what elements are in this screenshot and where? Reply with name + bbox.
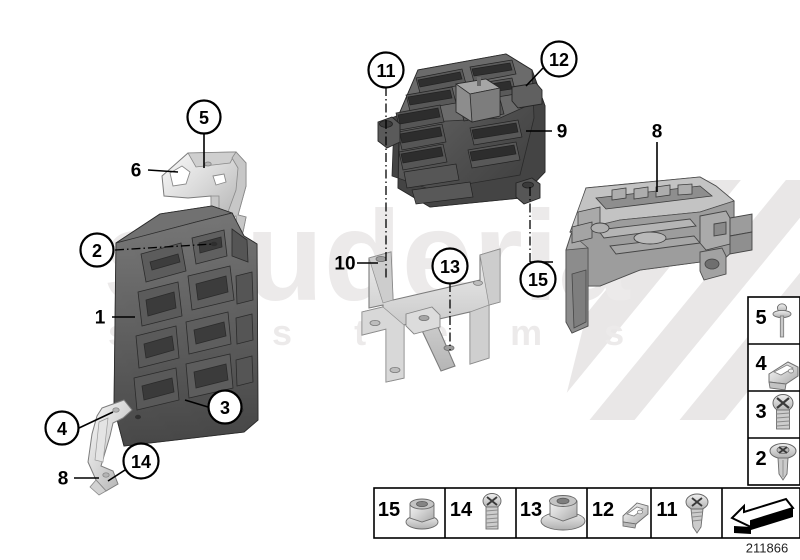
callout-circle-2[interactable]	[79, 232, 115, 268]
callout-8-c8r[interactable]: 8	[652, 122, 663, 143]
phillips-machine-screw-icon	[482, 493, 502, 530]
callout-number-6: 6	[131, 161, 142, 182]
legend-bottom-item-14: 14	[450, 493, 502, 530]
legend-bottom-label-11: 11	[656, 499, 677, 521]
legend-right-item-2: 2	[755, 443, 797, 481]
pan-head-screw-icon	[772, 394, 794, 430]
leader-line-3	[184, 399, 209, 408]
callout-13-c13[interactable]: 13	[431, 247, 469, 285]
legend-right-item-5: 5	[755, 303, 792, 338]
leader-line-6	[147, 169, 179, 173]
callout-number-2: 2	[92, 241, 102, 261]
legend-bottom-item-12: 12	[592, 499, 649, 529]
flange-nut-icon	[405, 498, 439, 530]
callout-number-8: 8	[58, 469, 69, 490]
callout-circle-15[interactable]	[519, 260, 557, 298]
legend-right-box: 5 4 3	[747, 296, 800, 486]
legend-bottom-item-13: 13	[520, 495, 586, 531]
legend-bottom-item-15: 15	[378, 498, 439, 530]
callout-circle-12[interactable]	[540, 40, 578, 78]
leader-line-14	[107, 467, 129, 482]
arrow-direction-marker-icon	[730, 497, 795, 534]
legend-bottom-label-13: 13	[520, 499, 542, 521]
callout-2-c2[interactable]: 2	[79, 232, 115, 268]
legend-bottom-label-15: 15	[378, 499, 400, 521]
callout-number-8: 8	[652, 122, 663, 143]
callout-10-c10[interactable]: 10	[334, 254, 355, 275]
callout-number-12: 12	[549, 50, 569, 70]
part-body-control-module	[113, 205, 259, 447]
part-mounting-bracket	[361, 248, 501, 383]
callout-15-c15[interactable]: 15	[519, 260, 557, 298]
part-ground-strap-bracket	[87, 399, 133, 496]
self-tapping-screw-icon	[685, 493, 709, 534]
callout-number-5: 5	[199, 108, 209, 128]
callout-3-c3[interactable]: 3	[207, 389, 243, 425]
legend-right-label-4: 4	[755, 353, 767, 375]
u-nut-clip-icon	[622, 502, 649, 529]
callout-circle-3[interactable]	[207, 389, 243, 425]
callout-4-c4[interactable]: 4	[44, 410, 80, 446]
callout-number-4: 4	[57, 419, 67, 439]
callout-circle-5[interactable]	[186, 99, 222, 135]
callout-circle-4[interactable]	[44, 410, 80, 446]
expanding-rivet-icon	[769, 443, 797, 481]
callout-number-13: 13	[440, 257, 460, 277]
part-junction-box-module	[565, 176, 753, 334]
part-power-distribution-box	[377, 53, 546, 208]
legend-right-item-4: 4	[755, 353, 799, 391]
legend-bottom-label-14: 14	[450, 499, 473, 521]
legend-right-label-3: 3	[755, 401, 766, 423]
callout-11-c11[interactable]: 11	[367, 51, 405, 89]
callout-12-c12[interactable]: 12	[540, 40, 578, 78]
callout-1-c1[interactable]: 1	[95, 308, 106, 329]
callout-14-c14[interactable]: 14	[122, 442, 160, 480]
leader-line-12	[525, 67, 544, 87]
callout-number-11: 11	[376, 61, 395, 81]
callout-number-10: 10	[334, 254, 355, 275]
spring-clip-nut-icon	[768, 361, 799, 391]
diagram-part-number: 211866	[746, 541, 788, 556]
legend-bottom-item-11: 11	[656, 493, 709, 534]
legend-bottom-label-12: 12	[592, 499, 614, 521]
rivet-pin-long-icon	[772, 303, 792, 338]
callout-number-14: 14	[131, 452, 151, 472]
callout-5-c5[interactable]: 5	[186, 99, 222, 135]
callout-number-1: 1	[95, 308, 106, 329]
flange-nut-large-icon	[540, 495, 586, 531]
legend-right-item-3: 3	[755, 394, 794, 430]
legend-bottom-box: 15 14	[373, 487, 800, 539]
callout-6-c6[interactable]: 6	[131, 161, 142, 182]
leader-line-4	[78, 411, 114, 429]
callout-number-9: 9	[557, 122, 568, 143]
callout-circle-11[interactable]	[367, 51, 405, 89]
callout-circle-13[interactable]	[431, 247, 469, 285]
callout-8-c8l[interactable]: 8	[58, 469, 69, 490]
callout-number-3: 3	[220, 398, 230, 418]
callout-circle-14[interactable]	[122, 442, 160, 480]
legend-right-label-5: 5	[755, 307, 766, 329]
callout-9-c9[interactable]: 9	[557, 122, 568, 143]
legend-right-label-2: 2	[755, 448, 766, 470]
callout-number-15: 15	[528, 270, 548, 290]
